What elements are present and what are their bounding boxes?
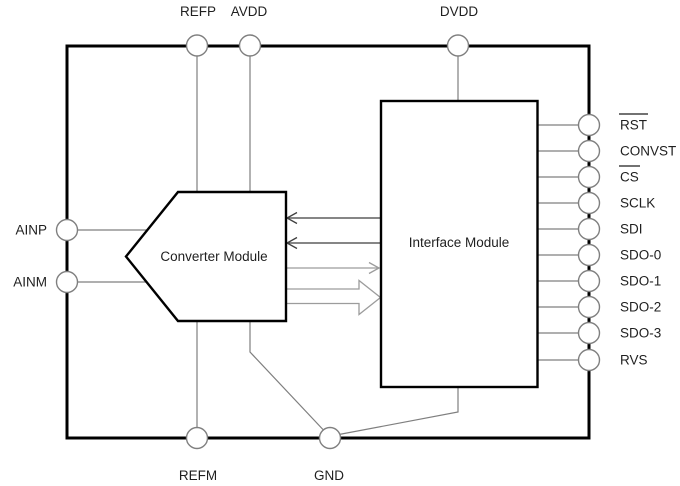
sdo3-pin-circle bbox=[577, 321, 601, 345]
refm-pin-circle bbox=[185, 426, 209, 450]
interface-module-label: Interface Module bbox=[409, 235, 510, 250]
ainm-pin-label: AINM bbox=[13, 275, 47, 290]
rvs-pin-circle bbox=[577, 348, 601, 372]
dvdd-pin-circle bbox=[446, 34, 470, 57]
cs-pin-circle bbox=[577, 165, 601, 189]
convst-pin-circle bbox=[577, 139, 601, 163]
avdd-pin-label: AVDD bbox=[231, 4, 268, 19]
sdo0-pin-label: SDO-0 bbox=[620, 248, 661, 263]
sdo1-pin-circle bbox=[577, 269, 601, 293]
sdo3-pin-label: SDO-3 bbox=[620, 326, 661, 341]
refp-pin-circle bbox=[185, 34, 209, 57]
rst-pin-label: RST bbox=[620, 118, 647, 133]
ainp-pin-label: AINP bbox=[15, 223, 47, 238]
rst-pin-circle bbox=[577, 113, 601, 137]
cs-pin-label: CS bbox=[620, 170, 639, 185]
sdo2-pin-label: SDO-2 bbox=[620, 300, 661, 315]
converter-module-label: Converter Module bbox=[160, 249, 267, 264]
ainp-pin-circle bbox=[55, 218, 79, 242]
sdo2-pin-circle bbox=[577, 295, 601, 319]
sclk-pin-label: SCLK bbox=[620, 196, 655, 211]
dvdd-pin-label: DVDD bbox=[440, 4, 479, 19]
gnd-pin-label: GND bbox=[314, 468, 344, 483]
refm-pin-label: REFM bbox=[179, 468, 217, 483]
ainm-pin-circle bbox=[55, 270, 79, 294]
converter-module-shape bbox=[124, 190, 288, 323]
interface-gnd-line bbox=[330, 387, 459, 437]
refp-pin-label: REFP bbox=[180, 4, 216, 19]
avdd-pin-circle bbox=[238, 34, 262, 57]
sdo1-pin-label: SDO-1 bbox=[620, 274, 661, 289]
sdi-pin-label: SDI bbox=[620, 222, 643, 237]
gnd-pin-circle bbox=[318, 426, 342, 450]
right-arrowhead bbox=[368, 261, 381, 275]
sdi-pin-circle bbox=[577, 217, 601, 241]
interface-module-shape bbox=[379, 99, 539, 389]
sdo0-pin-circle bbox=[577, 243, 601, 267]
sclk-pin-circle bbox=[577, 191, 601, 215]
convst-pin-label: CONVST bbox=[620, 144, 676, 159]
data-bus-block-arrow bbox=[285, 279, 382, 316]
rvs-pin-label: RVS bbox=[620, 353, 648, 368]
converter-gnd-line bbox=[249, 321, 331, 438]
